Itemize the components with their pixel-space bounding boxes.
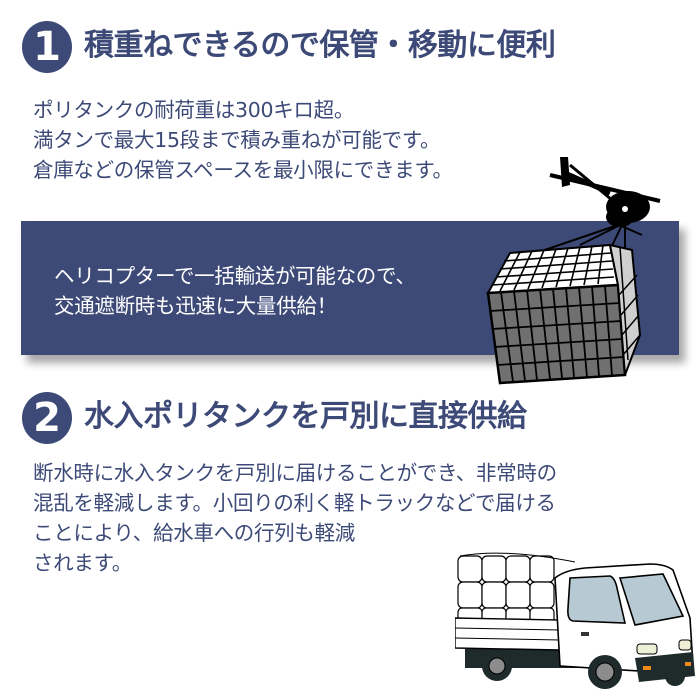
section-1-number-badge: 1: [22, 21, 72, 73]
banner-text: ヘリコプターで一括輸送が可能なので、 交通遮断時も迅速に大量供給！: [54, 261, 416, 321]
banner-line: ヘリコプターで一括輸送が可能なので、: [54, 264, 416, 288]
section-1-heading: 積重ねできるので保管・移動に便利: [84, 28, 556, 63]
section-2-body-line: 混乱を軽減します。小回りの利く軽トラックなどで届ける: [33, 491, 556, 515]
section-2-body-line: ことにより、給水車への行列も軽減: [33, 521, 355, 545]
section-1-body-line: 倉庫などの保管スペースを最小限にできます。: [33, 158, 453, 182]
section-2-body-line: 断水時に水入タンクを戸別に届けることができ、非常時の: [33, 461, 557, 485]
section-1-number: 1: [33, 24, 61, 70]
helicopter-carrying-tank-bundle-icon: [486, 157, 661, 385]
section-1-body-line: ポリタンクの耐荷重は300キロ超。: [33, 98, 355, 122]
kei-truck-loaded-with-tanks-icon: [455, 552, 695, 689]
section-1-body-line: 満タンで最大15段まで積み重ねが可能です。: [33, 128, 441, 152]
section-1-body: ポリタンクの耐荷重は300キロ超。 満タンで最大15段まで積み重ねが可能です。 …: [33, 95, 453, 185]
section-2-number: 2: [33, 395, 61, 441]
section-2-body-line: されます。: [33, 551, 132, 575]
section-2-number-badge: 2: [22, 392, 72, 444]
banner-line: 交通遮断時も迅速に大量供給！: [54, 294, 337, 318]
section-2-body: 断水時に水入タンクを戸別に届けることができ、非常時の 混乱を軽減します。小回りの…: [33, 458, 557, 578]
section-2-heading: 水入ポリタンクを戸別に直接供給: [84, 399, 527, 434]
